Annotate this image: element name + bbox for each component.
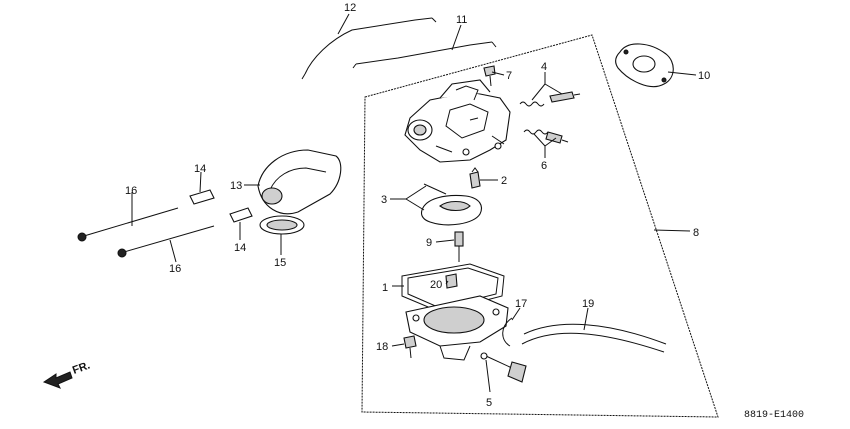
part-18-bolt [403,335,417,359]
part-12-rod [301,17,437,80]
callout-5: 5 [486,397,492,409]
part-19-tube [521,323,667,353]
callout-12: 12 [344,2,356,14]
callout-16-upper: 16 [125,185,137,197]
callout-15: 15 [274,257,286,269]
callout-19: 19 [582,298,594,310]
front-arrow-icon [42,371,73,389]
callout-13: 13 [230,180,242,192]
part-4-screw-spring [519,91,581,107]
float-chamber [405,295,509,361]
part-15-screen [259,215,305,235]
part-16-stud-lower [117,225,215,258]
callout-11: 11 [456,14,467,26]
part-14-collar-upper [189,189,215,205]
callout-3: 3 [381,194,387,206]
assembly-boundary [361,34,719,418]
diagram-code: 8819-E1400 [744,410,804,421]
part-11-rod [352,41,497,69]
callout-7: 7 [506,70,512,82]
front-direction-label: FR. [71,359,92,376]
part-17-clip [502,317,513,347]
callout-20: 20 [430,279,442,291]
callout-1: 1 [382,282,388,294]
callout-8: 8 [693,227,699,239]
callout-9: 9 [426,237,432,249]
leader-lines [131,13,697,393]
part-7-screw [483,65,496,87]
callout-6: 6 [541,160,547,172]
callout-4: 4 [541,61,547,73]
callout-18: 18 [376,341,388,353]
part-14-collar-lower [229,207,253,223]
part-9-valve [454,231,464,262]
part-3-float [420,183,483,226]
part-13-elbow [257,149,342,215]
callout-10: 10 [698,70,710,82]
carburetor-body [404,79,511,163]
part-6-screw-spring [523,129,569,144]
part-1-gasket [401,263,505,313]
part-20-jet [445,273,458,289]
part-5-drain-screw [480,352,527,383]
callout-14-lower: 14 [234,242,246,254]
callout-2: 2 [501,175,507,187]
callout-17: 17 [515,298,527,310]
part-10-gasket [615,43,674,88]
callout-14-upper: 14 [194,163,206,175]
callout-16-lower: 16 [169,263,181,275]
part-2-jet [469,167,481,189]
part-16-stud-upper [77,207,179,242]
